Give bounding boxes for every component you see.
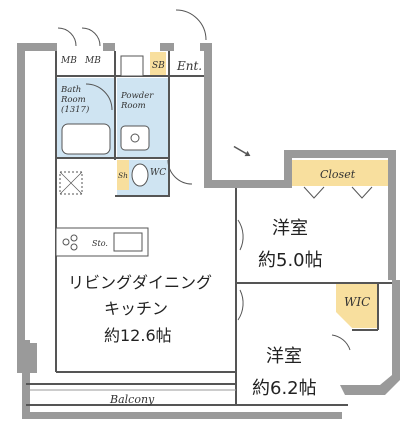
mb-label-2: MB [84, 56, 101, 66]
western-room-2-size: 約6.2帖 [252, 378, 317, 399]
stove-burner-1 [62, 238, 70, 246]
wic-area [336, 283, 378, 328]
sb-label: SB [152, 61, 165, 71]
interior-walls [26, 51, 392, 406]
balcony-label: Balcony [109, 393, 155, 406]
washbasin [120, 125, 150, 151]
washer-space [120, 55, 144, 77]
shaft-box [59, 171, 83, 195]
powder-label-line2: Room [120, 101, 146, 111]
mb-label-1: MB [60, 56, 77, 66]
kitchen-sink [113, 232, 143, 252]
sh-label: Sh [118, 171, 128, 180]
sh-area [117, 160, 129, 190]
stove-burner-2 [70, 234, 78, 242]
compass-arrow-icon [233, 145, 251, 157]
entrance-label: Ent. [176, 59, 202, 73]
bath-label-line3: (1317) [61, 104, 89, 115]
sto-label: Sto. [92, 239, 108, 248]
powder-label-line1: Powder [120, 91, 154, 101]
door-swings [57, 9, 373, 351]
stove-burner-3 [70, 243, 78, 251]
bathtub [61, 123, 111, 155]
bath-label-line2: Room [60, 95, 86, 105]
ldk-label-line1: リビングダイニング [68, 273, 212, 292]
outer-walls [17, 43, 400, 419]
western-room-1-name: 洋室 [272, 218, 308, 239]
closet-label: Closet [320, 168, 356, 181]
closet-area [292, 160, 388, 186]
ldk-size: 約12.6帖 [104, 326, 172, 345]
bath-label-line1: Bath [60, 85, 81, 95]
wc-label: WC [150, 168, 166, 178]
western-room-1-size: 約5.0帖 [258, 250, 323, 271]
western-room-2-name: 洋室 [266, 346, 302, 367]
wic-label: WIC [344, 295, 370, 309]
ldk-label-line2: キッチン [104, 299, 168, 318]
washbasin-drain [130, 133, 140, 143]
sb-area [150, 52, 166, 76]
toilet [131, 163, 149, 187]
